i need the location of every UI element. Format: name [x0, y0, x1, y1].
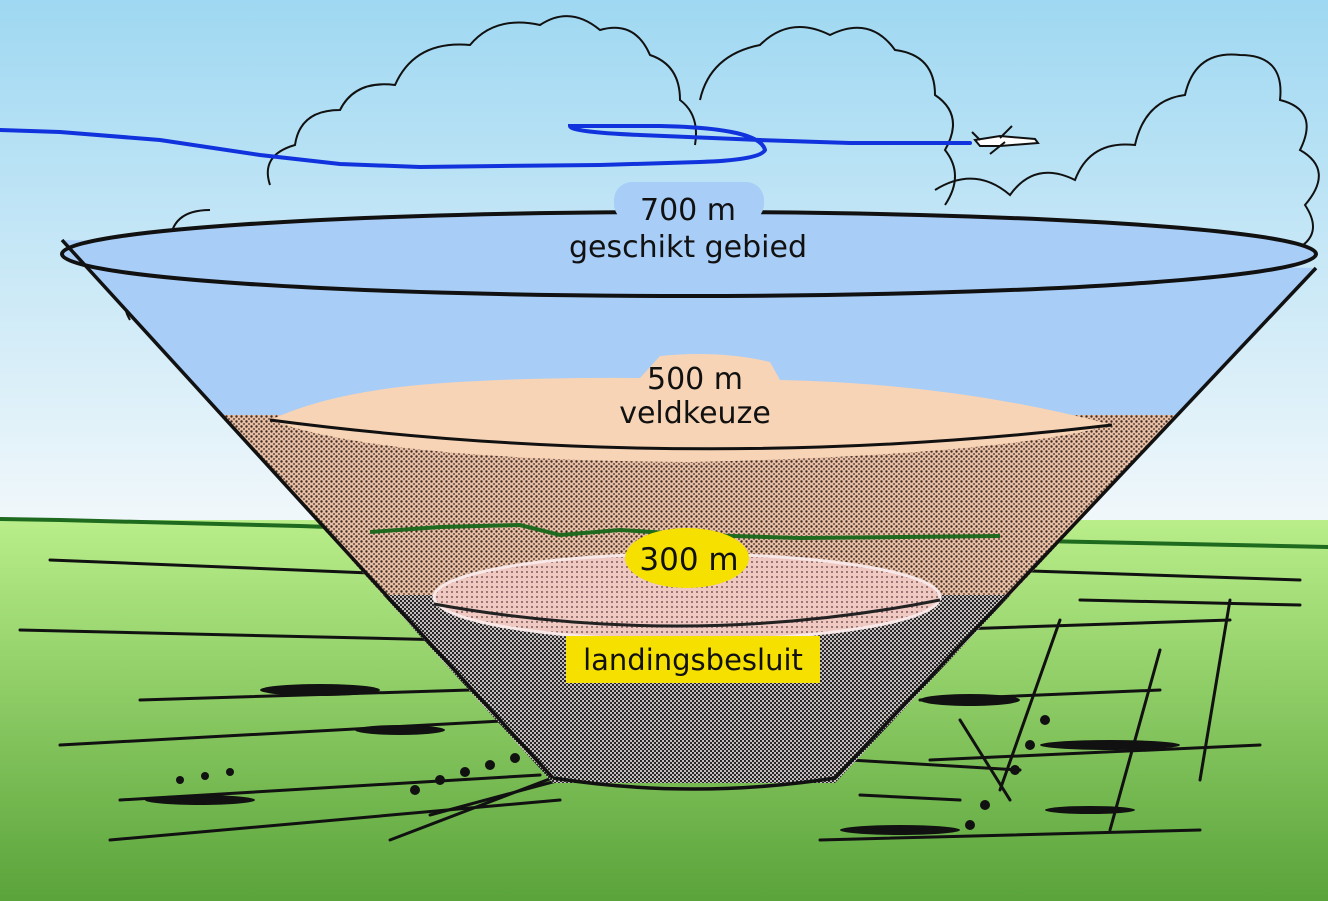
- altitude-700-label: 700 m: [640, 193, 736, 228]
- field-dark-patches: [145, 684, 1180, 835]
- zone-700-description: geschikt gebied: [569, 230, 807, 265]
- altitude-300-badge: [625, 528, 749, 588]
- landing-decision-badge: [566, 636, 820, 683]
- tree-rows: [176, 715, 1050, 830]
- zone-500-description: veldkeuze: [619, 396, 771, 431]
- altitude-300-label: 300 m: [639, 542, 738, 578]
- glider-flight-path: [0, 124, 972, 170]
- altitude-500-label: 500 m: [647, 362, 743, 397]
- zone-500-edge: [269, 418, 1113, 451]
- cone-outline: [60, 238, 1318, 791]
- zone-500-disc: [270, 354, 1112, 462]
- zone-300-description: landingsbesluit: [583, 643, 803, 677]
- altitude-700-label-bg: [614, 182, 764, 222]
- glider-icon: [971, 125, 1040, 155]
